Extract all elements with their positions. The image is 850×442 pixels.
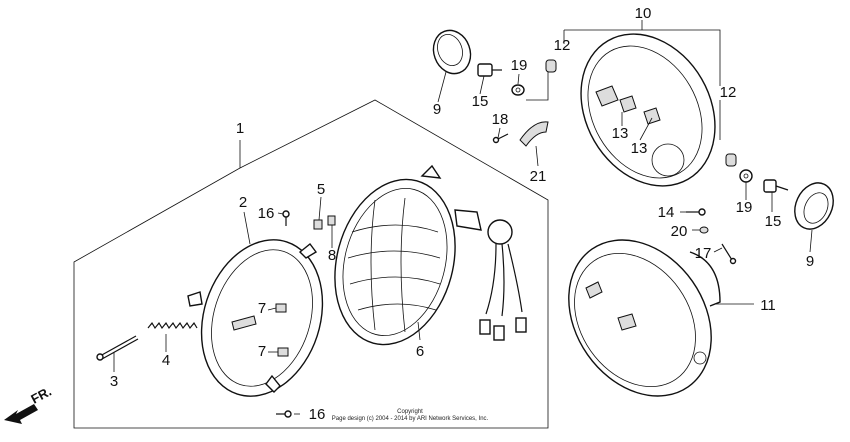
callout-7-lower: 7 [258, 343, 266, 360]
headlight-case-lower [568, 239, 721, 397]
screw-part-17 [721, 243, 737, 265]
reflector-part-9-right [794, 182, 834, 230]
screw-part-18 [492, 133, 509, 144]
screw-part-14 [686, 208, 706, 216]
bolt-part-15-right [763, 179, 789, 193]
callout-8: 8 [328, 247, 336, 264]
callout-12-left: 12 [554, 37, 571, 54]
callout-19-left: 19 [511, 57, 528, 74]
callout-18: 18 [492, 111, 509, 128]
callout-16-upper: 16 [258, 205, 275, 222]
callout-15-right: 15 [765, 213, 782, 230]
callout-2: 2 [239, 194, 247, 211]
assembly-bracket-1 [73, 99, 549, 429]
sealed-beam-unit [334, 164, 527, 346]
callout-13-right: 13 [631, 140, 648, 157]
washer-part-19-right [739, 169, 753, 183]
screw-part-3 [96, 335, 139, 361]
reflector-part-9-left [432, 29, 472, 75]
callout-4: 4 [162, 352, 170, 369]
callout-5: 5 [317, 181, 325, 198]
callout-15-left: 15 [472, 93, 489, 110]
callout-11: 11 [760, 297, 776, 314]
callout-14: 14 [658, 204, 675, 221]
grommet-part-12-right [725, 153, 737, 167]
callout-9-left: 9 [433, 101, 441, 118]
screw-part-16-lower [276, 410, 292, 418]
front-direction-arrow: FR. [4, 384, 54, 424]
callout-17: 17 [695, 245, 712, 262]
headlight-case [580, 33, 716, 187]
clip-part-7-lower [277, 347, 289, 357]
callout-7-upper: 7 [258, 300, 266, 317]
nut-part-20 [699, 226, 709, 234]
callout-19-right: 19 [736, 199, 753, 216]
callout-12-right: 12 [720, 84, 737, 101]
copyright-line-1: Copyright [397, 409, 423, 415]
clip-part-7-upper [275, 303, 287, 313]
nut-part-8 [327, 215, 336, 226]
callout-13-left: 13 [612, 125, 629, 142]
grommet-part-12-left [545, 59, 557, 73]
callout-6: 6 [416, 343, 424, 360]
callout-16-lower: 16 [309, 406, 326, 423]
callout-10: 10 [635, 5, 652, 22]
front-direction-label: FR. [28, 384, 54, 407]
callout-21: 21 [530, 168, 547, 185]
callout-9-right: 9 [806, 253, 814, 270]
copyright-line-2: Page design (c) 2004 - 2014 by ARI Netwo… [332, 416, 489, 422]
headlight-rim [187, 239, 324, 397]
callout-20: 20 [671, 223, 688, 240]
bracket-part-21 [519, 121, 549, 147]
washer-part-19-left [511, 84, 525, 96]
screw-part-16-upper [282, 210, 290, 226]
nut-part-5 [313, 219, 323, 230]
callout-1: 1 [236, 120, 244, 137]
spring-part-4 [147, 321, 198, 330]
bolt-part-15-left [477, 63, 502, 77]
callout-3: 3 [110, 373, 118, 390]
